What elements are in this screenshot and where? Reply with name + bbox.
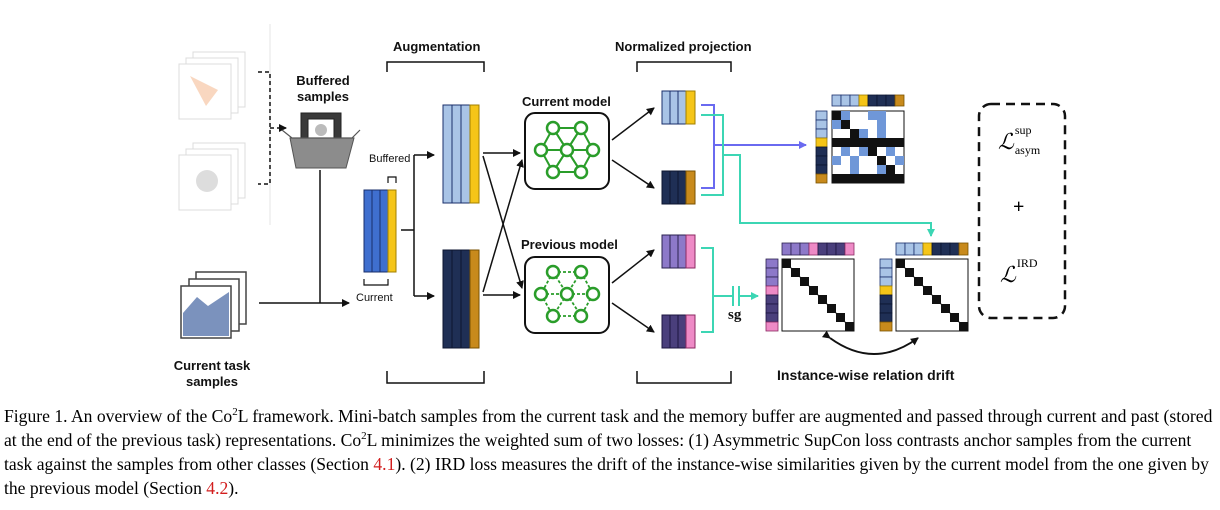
stop-gradient-label: sg [728,307,742,323]
faded-image-stack-top [178,51,246,120]
caption-part3: L minimizes the weighted sum of two loss… [4,430,1192,474]
buffered-label: Buffered [369,153,411,165]
projection-previous-dark [661,314,696,349]
input-batch [363,176,397,286]
loss-dashed-box [977,102,1067,320]
section-ref-link[interactable]: 4.2 [206,478,229,498]
loss1-sub: asym [1014,143,1041,157]
buffer-box-icon [281,112,361,169]
framework-diagram-svg [178,24,1067,384]
normalized-projection-label: Normalized projection [615,39,752,54]
augmented-view-light [442,104,480,204]
figure-diagram: Augmentation Normalized projection Buffe… [173,24,1067,389]
caption-part2: L framework. Mini-batch samples from the… [4,406,1213,450]
previous-model-network-icon [524,256,610,334]
asym-supcon-similarity-matrix [815,94,905,184]
caption-lead: Figure 1. An overview of the Co [4,406,233,426]
current-model-network-icon [524,112,610,190]
augmentation-bottom-bracket [386,371,485,384]
projection-current-light [661,90,696,125]
buffer-dashed-bracket [258,71,271,185]
ird-current-similarity-matrix [879,242,969,332]
previous-model-label: Previous model [521,237,618,252]
instance-drift-label: Instance-wise relation drift [777,367,955,383]
caption-part4: ). (2) IRD loss measures the drift of th… [4,454,1209,498]
current-task-image-stack [180,271,247,339]
current-label: Current [356,292,393,304]
drift-double-arrow [821,330,919,355]
current-task-samples-label: Current task samples [173,358,251,389]
augmentation-top-bracket [386,61,485,72]
augmentation-label: Augmentation [393,39,481,54]
current-model-label: Current model [522,94,611,109]
buffered-samples-label: Buffered samples [296,73,350,104]
augmented-view-dark [442,249,480,349]
ird-previous-similarity-matrix [765,242,855,332]
faded-image-stack-bottom [178,142,246,211]
caption-sup1: 2 [232,406,238,419]
projection-top-bracket [636,61,732,72]
projection-current-dark [661,170,696,205]
caption-part5: ). [228,478,239,498]
projection-previous-light [661,234,696,269]
previous-task-image-stacks [178,24,271,225]
projection-bottom-bracket [636,371,732,384]
plus-sign: + [1013,196,1025,218]
section-ref-link[interactable]: 4.1 [373,454,396,474]
loss2-symbol: ℒ [1000,262,1016,287]
loss2-sup: IRD [1016,256,1038,270]
loss1-sup: sup [1014,123,1032,137]
figure-caption: Figure 1. An overview of the Co2L framew… [4,404,1216,500]
caption-sup2: 2 [361,430,367,443]
loss1-symbol: ℒ [998,129,1014,154]
